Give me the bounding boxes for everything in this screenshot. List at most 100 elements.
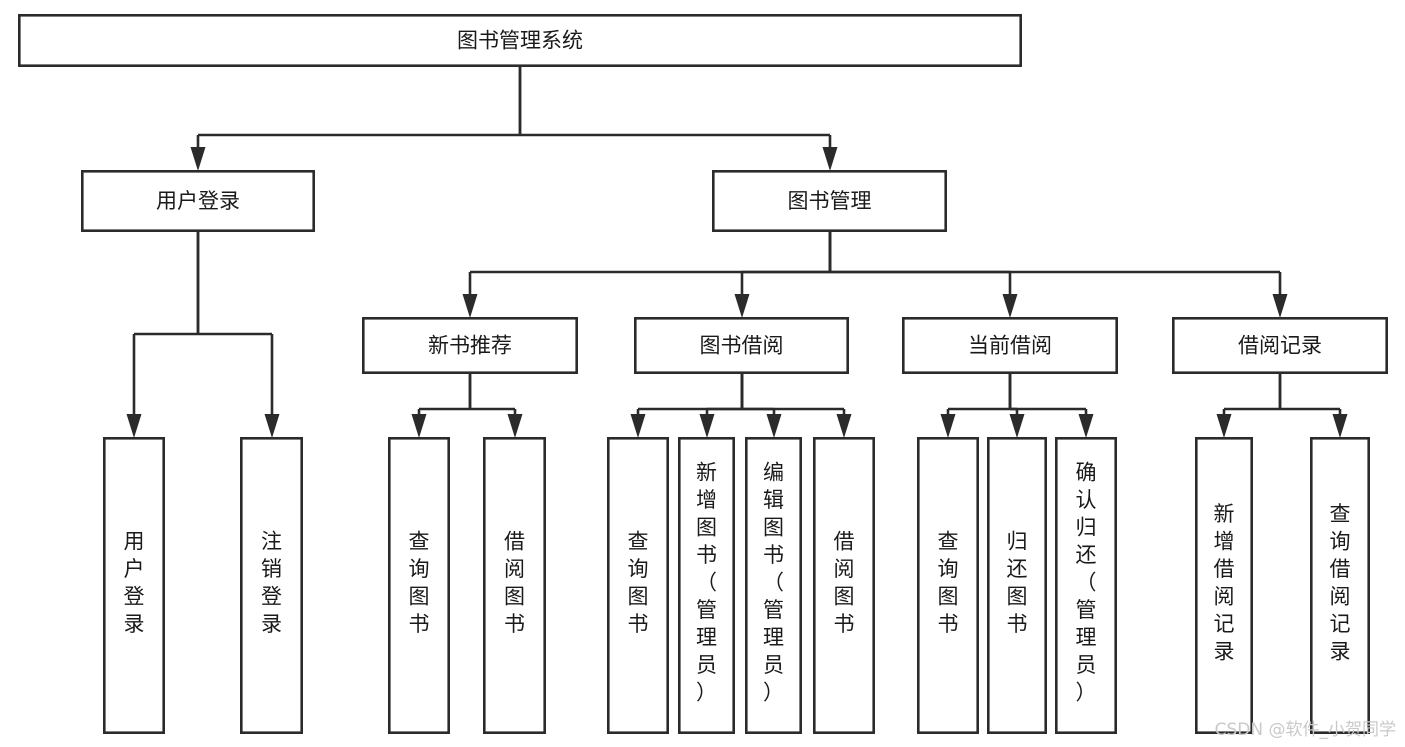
connector-book-borrow-to-leaf-edit-book: [740, 374, 782, 438]
arrow-head-icon: [1009, 414, 1025, 438]
connector-book-manage-to-borrow-record: [828, 232, 1288, 318]
node-box[interactable]: [387, 436, 450, 734]
arrow-head-icon: [190, 147, 206, 171]
node-box[interactable]: [901, 316, 1118, 374]
node-box[interactable]: [677, 436, 735, 734]
arrow-head-icon: [766, 414, 782, 438]
connector-user-login-to-leaf-user-login: [126, 232, 200, 438]
node-new-book-rec[interactable]: 新书推荐: [361, 316, 578, 374]
arrow-head-icon: [126, 414, 142, 438]
arrow-head-icon: [630, 414, 646, 438]
watermark-layer: CSDN @软件_小贺同学: [1215, 720, 1396, 740]
node-label: 借阅记录: [1238, 334, 1322, 358]
node-label: 借阅图书: [834, 529, 855, 636]
arrow-head-icon: [836, 414, 852, 438]
node-box[interactable]: [986, 436, 1047, 734]
node-box[interactable]: [103, 436, 166, 734]
csdn-watermark: CSDN @软件_小贺同学: [1215, 720, 1396, 740]
node-leaf-add-record[interactable]: 新增借阅记录: [1195, 436, 1254, 734]
node-borrow-record[interactable]: 借阅记录: [1172, 316, 1389, 374]
node-box[interactable]: [240, 436, 304, 734]
node-box[interactable]: [711, 170, 947, 233]
arrow-head-icon: [1332, 414, 1348, 438]
node-leaf-query-book-cur[interactable]: 查询图书: [916, 436, 979, 734]
arrow-head-icon: [822, 147, 838, 171]
node-label: 确认归还（管理员）: [1076, 461, 1097, 705]
node-leaf-confirm-return[interactable]: 确认归还（管理员）: [1055, 436, 1118, 734]
connector-new-book-rec-to-leaf-borrow-book-rec: [468, 374, 523, 438]
connector-book-manage-to-book-borrow: [734, 232, 832, 318]
connector-root-to-user-login: [190, 67, 522, 171]
connector-current-borrow-to-leaf-return-book: [1008, 374, 1025, 438]
node-label: 用户登录: [156, 189, 240, 213]
node-current-borrow[interactable]: 当前借阅: [901, 316, 1118, 374]
node-box[interactable]: [633, 316, 849, 374]
arrow-head-icon: [462, 294, 478, 318]
connector-layer: [126, 67, 1348, 438]
connector-book-borrow-to-leaf-add-book: [699, 374, 744, 438]
node-leaf-edit-book[interactable]: 编辑图书（管理员）: [744, 436, 802, 734]
arrow-head-icon: [1078, 414, 1094, 438]
connector-root-to-book-manage: [518, 67, 838, 171]
node-label: 编辑图书（管理员）: [763, 461, 784, 705]
arrow-head-icon: [699, 414, 715, 438]
node-label: 新增图书（管理员）: [696, 461, 717, 705]
node-label: 查询借阅记录: [1330, 502, 1351, 664]
node-label: 归还图书: [1007, 529, 1028, 636]
node-box[interactable]: [81, 170, 315, 233]
node-leaf-logout[interactable]: 注销登录: [240, 436, 304, 734]
node-box[interactable]: [17, 14, 1023, 68]
node-leaf-query-record[interactable]: 查询借阅记录: [1310, 436, 1371, 734]
node-label: 注销登录: [261, 529, 282, 636]
arrow-head-icon: [411, 414, 427, 438]
arrow-head-icon: [1272, 294, 1288, 318]
node-layer: 图书管理系统用户登录图书管理新书推荐图书借阅当前借阅借阅记录用户登录注销登录查询…: [17, 14, 1389, 734]
node-label: 图书管理: [788, 189, 872, 213]
connector-new-book-rec-to-leaf-query-book-rec: [411, 374, 472, 438]
node-label: 图书借阅: [700, 334, 784, 358]
node-book-borrow[interactable]: 图书借阅: [633, 316, 849, 374]
node-leaf-borrow-book-rec[interactable]: 借阅图书: [482, 436, 546, 734]
node-label: 新书推荐: [428, 334, 512, 358]
arrow-head-icon: [1002, 294, 1018, 318]
node-box[interactable]: [1172, 316, 1389, 374]
node-box[interactable]: [482, 436, 546, 734]
node-leaf-query-book-borrow[interactable]: 查询图书: [606, 436, 669, 734]
node-leaf-return-book[interactable]: 归还图书: [986, 436, 1047, 734]
node-root[interactable]: 图书管理系统: [17, 14, 1023, 68]
node-box[interactable]: [1310, 436, 1371, 734]
node-label: 借阅图书: [504, 529, 525, 636]
node-box[interactable]: [812, 436, 875, 734]
arrow-head-icon: [264, 414, 280, 438]
node-leaf-borrow-book[interactable]: 借阅图书: [812, 436, 875, 734]
node-leaf-add-book[interactable]: 新增图书（管理员）: [677, 436, 735, 734]
node-box[interactable]: [1055, 436, 1118, 734]
node-label: 用户登录: [124, 529, 145, 636]
arrow-head-icon: [1216, 414, 1232, 438]
node-box[interactable]: [744, 436, 802, 734]
node-label: 查询图书: [938, 529, 959, 636]
connector-current-borrow-to-leaf-confirm-return: [1008, 374, 1094, 438]
node-leaf-query-book-rec[interactable]: 查询图书: [387, 436, 450, 734]
connector-current-borrow-to-leaf-query-book-cur: [940, 374, 1012, 438]
node-label: 当前借阅: [968, 334, 1052, 358]
node-box[interactable]: [361, 316, 578, 374]
connector-book-borrow-to-leaf-query-book-borrow: [630, 374, 744, 438]
node-box[interactable]: [606, 436, 669, 734]
connector-user-login-to-leaf-logout: [196, 232, 280, 438]
node-box[interactable]: [1195, 436, 1254, 734]
connector-book-borrow-to-leaf-borrow-book: [740, 374, 852, 438]
node-box[interactable]: [916, 436, 979, 734]
arrow-head-icon: [734, 294, 750, 318]
connector-borrow-record-to-leaf-add-record: [1216, 374, 1282, 438]
node-book-manage[interactable]: 图书管理: [711, 170, 947, 233]
connector-book-manage-to-current-borrow: [828, 232, 1018, 318]
connector-book-manage-to-new-book-rec: [462, 232, 832, 318]
node-label: 查询图书: [409, 529, 430, 636]
node-label: 图书管理系统: [457, 29, 583, 53]
arrow-head-icon: [940, 414, 956, 438]
node-user-login[interactable]: 用户登录: [81, 170, 315, 233]
node-leaf-user-login[interactable]: 用户登录: [103, 436, 166, 734]
